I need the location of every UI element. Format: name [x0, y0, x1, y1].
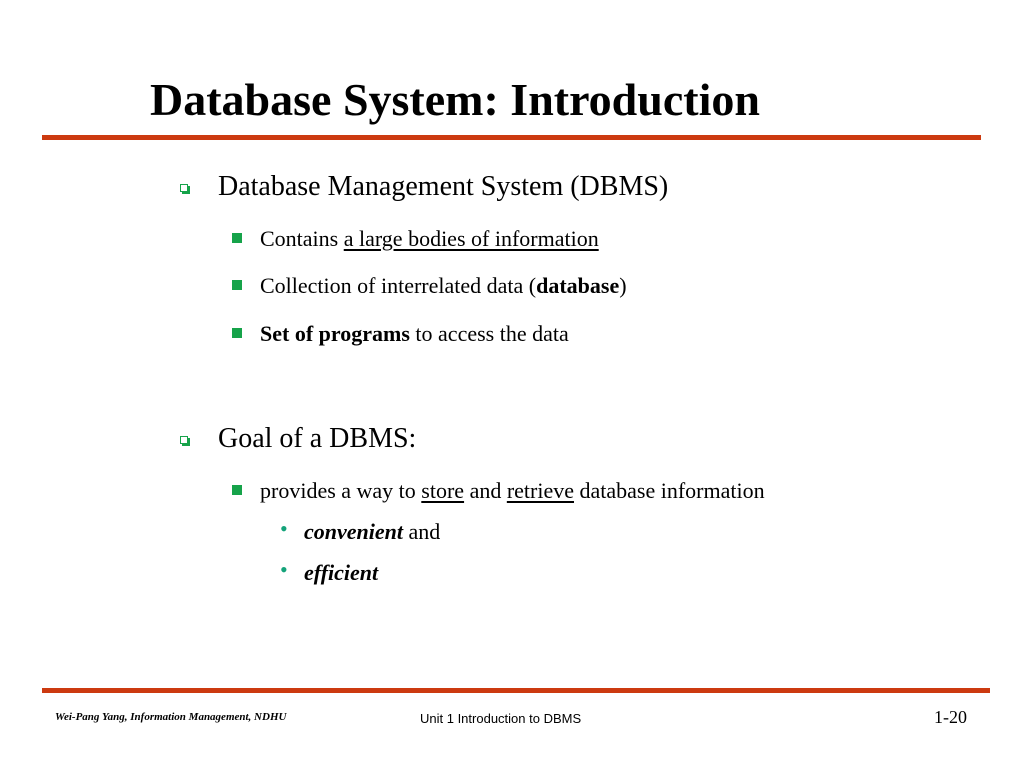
filled-square-bullet-icon	[232, 233, 242, 243]
sub-bullet-collection-text: Collection of interrelated data (databas…	[260, 272, 627, 300]
text-run: provides a way to	[260, 478, 422, 503]
sub-sub-bullet-convenient-text: convenient and	[304, 518, 440, 546]
underlined-retrieve: retrieve	[506, 478, 574, 503]
bullet-dbms-text: Database Management System (DBMS)	[218, 171, 669, 202]
sub-sub-bullet-efficient-text: efficient	[304, 559, 378, 587]
title-divider	[42, 135, 981, 140]
footer-divider	[42, 688, 990, 693]
filled-square-bullet-icon	[232, 280, 242, 290]
underlined-phrase: a large bodies of information	[343, 226, 599, 251]
text-run: Contains	[260, 226, 344, 251]
text-run: and	[464, 478, 507, 503]
hollow-square-bullet-icon	[180, 436, 188, 444]
text-run: Collection of interrelated data (	[260, 273, 537, 298]
sub-bullet-contains-text: Contains a large bodies of information	[260, 225, 599, 253]
page-number: 1-20	[934, 707, 967, 727]
bold-term: database	[536, 273, 620, 298]
text-run: and	[403, 519, 441, 544]
bold-term: Set of programs	[260, 321, 410, 346]
dot-bullet-icon: •	[280, 516, 288, 541]
filled-square-bullet-icon	[232, 328, 242, 338]
sub-bullet-programs-text: Set of programs to access the data	[260, 320, 569, 348]
bullet-goal-text: Goal of a DBMS:	[218, 423, 417, 454]
text-run: )	[619, 273, 627, 298]
footer-unit-title: Unit 1 Introduction to DBMS	[420, 711, 582, 726]
emphasis-term: efficient	[304, 560, 379, 585]
filled-square-bullet-icon	[232, 485, 242, 495]
text-run: to access the data	[409, 321, 569, 346]
emphasis-term: convenient	[304, 519, 403, 544]
slide-title: Database System: Introduction	[150, 74, 760, 125]
dot-bullet-icon: •	[280, 557, 288, 582]
hollow-square-bullet-icon	[180, 184, 188, 192]
footer-author: Wei-Pang Yang, Information Management, N…	[55, 711, 287, 723]
text-run: database information	[574, 478, 765, 503]
underlined-store: store	[421, 478, 465, 503]
sub-bullet-provides-text: provides a way to store and retrieve dat…	[260, 477, 765, 505]
